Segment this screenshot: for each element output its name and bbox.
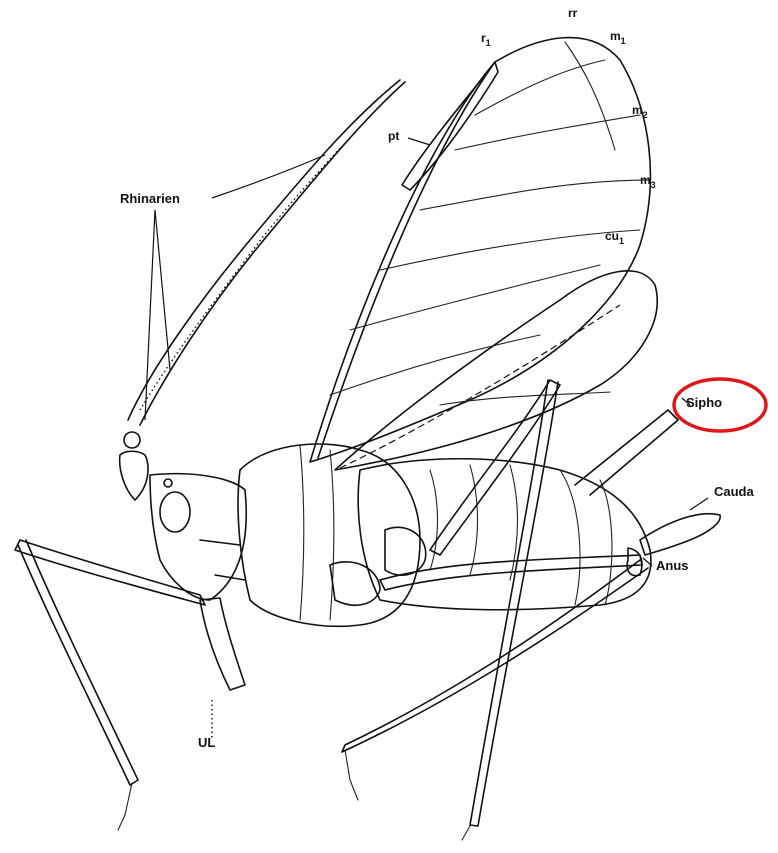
label-m3: m3 xyxy=(640,173,656,190)
label-m1: m1 xyxy=(610,29,626,46)
label-rr: rr xyxy=(568,6,578,20)
rostrum xyxy=(200,598,245,740)
label-rhinarien: Rhinarien xyxy=(120,191,180,206)
hindwing xyxy=(335,271,657,470)
label-sipho: Sipho xyxy=(686,395,722,410)
head xyxy=(120,451,247,600)
hindleg xyxy=(342,555,648,800)
label-anus: Anus xyxy=(656,558,689,573)
label-r1: r1 xyxy=(481,31,491,48)
label-pt: pt xyxy=(388,129,399,143)
antenna xyxy=(124,80,405,448)
label-m2: m2 xyxy=(632,103,648,120)
thorax xyxy=(238,444,426,626)
label-ul: UL xyxy=(198,735,215,750)
cauda xyxy=(640,514,720,555)
label-cauda: Cauda xyxy=(714,484,755,499)
leader-lines xyxy=(145,138,708,566)
anus xyxy=(627,548,642,576)
forewing xyxy=(310,38,650,462)
